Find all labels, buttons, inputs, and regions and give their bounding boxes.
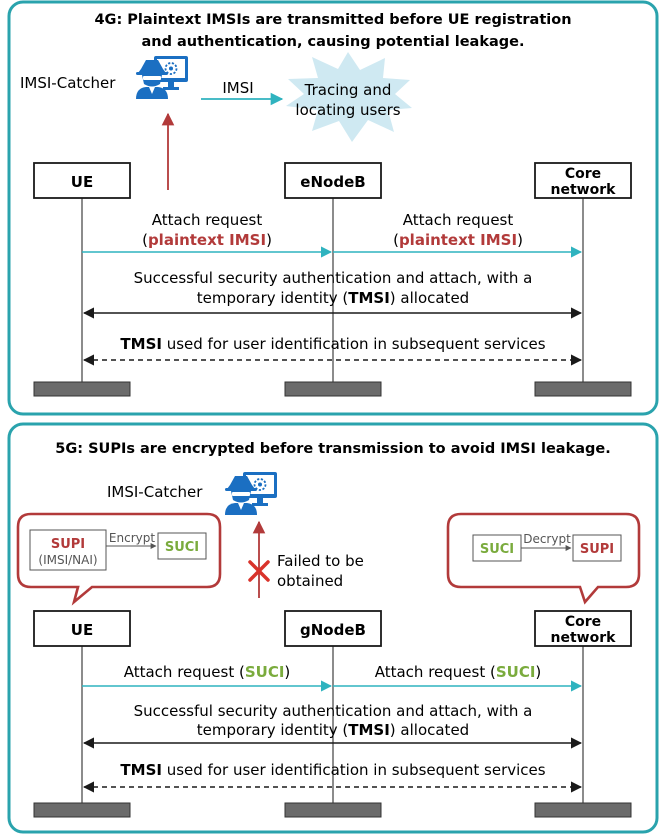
attach-request-1-line1: Attach request: [152, 211, 263, 229]
panel-5g-title: 5G: SUPIs are encrypted before transmiss…: [55, 441, 610, 457]
node-core-label-line1: Core: [565, 166, 601, 182]
supi-label: SUPI: [51, 537, 85, 552]
node-enodeb-label: eNodeB: [300, 173, 365, 191]
suci-label: SUCI: [165, 540, 199, 555]
node-gnodeb-box: [284, 610, 382, 647]
lifeline-end-bar-ue: [33, 381, 131, 397]
attach-request-2-line1: Attach request: [403, 211, 514, 229]
lifeline-end-bar-enodeb: [284, 381, 382, 397]
lifeline-end-bar-ue: [33, 802, 131, 818]
attach-request-2-line2: (plaintext IMSI): [393, 231, 523, 249]
node-core-label-line2: network: [551, 630, 617, 646]
tracing-text-line2: locating users: [295, 101, 400, 119]
panel-4g-title-line1: 4G: Plaintext IMSIs are transmitted befo…: [94, 12, 571, 28]
supi-box: [572, 534, 622, 562]
attach-request-1: Attach request (SUCI): [124, 663, 291, 681]
lifeline-end-bar-core: [534, 381, 632, 397]
tmsi-text: TMSI used for user identification in sub…: [120, 335, 545, 353]
tmsi-text: TMSI used for user identification in sub…: [120, 761, 545, 779]
supi-box: [29, 529, 107, 571]
imsi-catcher-label: IMSI-Catcher: [107, 483, 203, 501]
tracing-burst-shape: [286, 52, 412, 142]
plaintext-imsi-label: plaintext IMSI: [399, 231, 517, 249]
core-decrypt-callout: SUCI Decrypt SUPI: [446, 512, 641, 605]
node-core-label-line1: Core: [565, 614, 601, 630]
node-ue-box: [33, 162, 131, 199]
node-core-box: [534, 610, 632, 647]
failed-x-icon: [248, 560, 270, 582]
attach-request-1-line2: (plaintext IMSI): [142, 231, 272, 249]
tracing-text-line1: Tracing and: [304, 81, 392, 99]
node-gnodeb-label: gNodeB: [300, 621, 366, 639]
attach-request-2: Attach request (SUCI): [375, 663, 542, 681]
suci-inline: SUCI: [245, 663, 285, 681]
node-core-box: [534, 162, 632, 199]
node-enodeb-box: [284, 162, 382, 199]
suci-box: [157, 532, 207, 560]
imsi-catcher-label: IMSI-Catcher: [20, 74, 116, 92]
decrypt-label: Decrypt: [523, 532, 571, 546]
supi-sub-label: (IMSI/NAI): [38, 553, 97, 567]
imsi-label: IMSI: [222, 79, 253, 97]
suci-inline: SUCI: [496, 663, 536, 681]
lifeline-end-bar-core: [534, 802, 632, 818]
node-ue-label: UE: [71, 621, 93, 639]
auth-text-line2: temporary identity (TMSI) allocated: [197, 721, 469, 739]
supi-label: SUPI: [580, 542, 614, 557]
suci-label: SUCI: [480, 542, 514, 557]
auth-text-line1: Successful security authentication and a…: [134, 269, 533, 287]
auth-text-line1: Successful security authentication and a…: [134, 702, 533, 720]
failed-text-line2: obtained: [277, 572, 343, 590]
panel-5g: 5G: SUPIs are encrypted before transmiss…: [7, 422, 659, 834]
panel-4g-title-line2: and authentication, causing potential le…: [141, 34, 524, 50]
ue-encrypt-callout: SUPI (IMSI/NAI) Encrypt SUCI: [16, 512, 222, 606]
node-ue-label: UE: [71, 173, 93, 191]
plaintext-imsi-label: plaintext IMSI: [148, 231, 266, 249]
lifeline-end-bar-gnodeb: [284, 802, 382, 818]
node-ue-box: [33, 610, 131, 647]
auth-text-line2: temporary identity (TMSI) allocated: [197, 289, 469, 307]
failed-text-line1: Failed to be: [277, 552, 364, 570]
panel-4g: 4G: Plaintext IMSIs are transmitted befo…: [7, 0, 659, 416]
node-core-label-line2: network: [551, 182, 617, 198]
encrypt-label: Encrypt: [109, 531, 155, 545]
